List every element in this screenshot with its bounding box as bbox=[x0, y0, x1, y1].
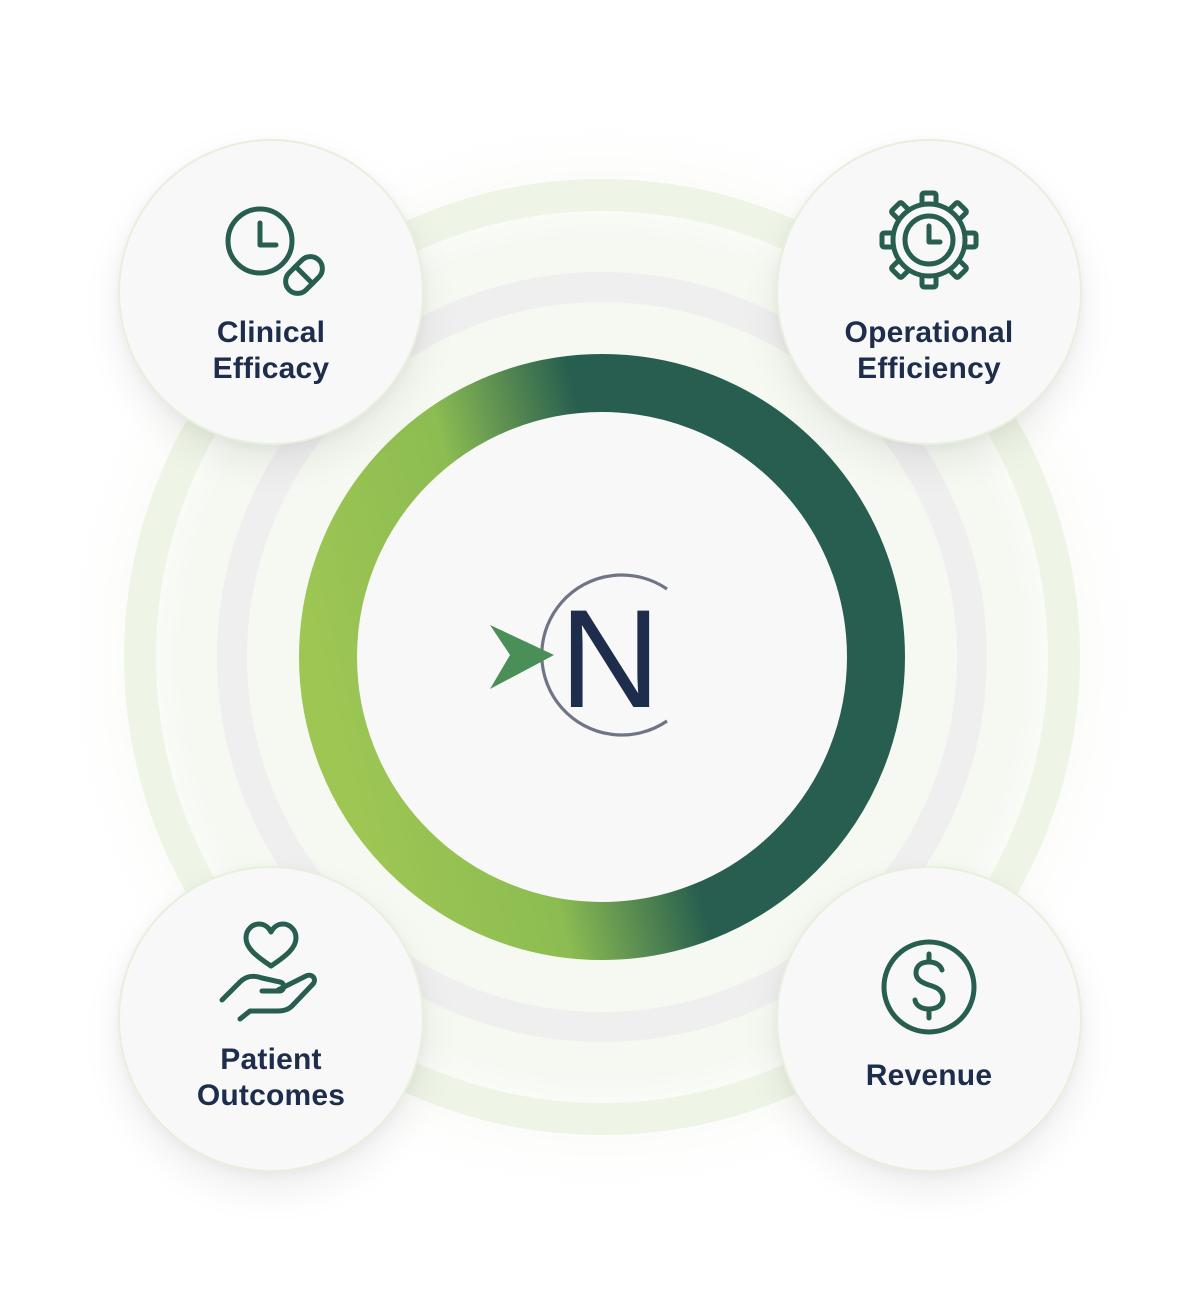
label-line: Operational bbox=[844, 316, 1014, 349]
label-patient-outcomes: Patient Outcomes bbox=[120, 1042, 422, 1114]
label-line: Patient bbox=[220, 1043, 322, 1076]
logo-arrow-icon bbox=[490, 625, 554, 689]
dollar-icon bbox=[881, 939, 977, 1035]
clock-pill-icon bbox=[225, 206, 325, 296]
inner-disc bbox=[300, 355, 904, 959]
label-line: Outcomes bbox=[196, 1079, 346, 1112]
node-operational-efficiency: Operational Efficiency bbox=[776, 139, 1082, 445]
label-line: Clinical bbox=[216, 316, 326, 349]
node-revenue: Revenue bbox=[776, 866, 1082, 1172]
label-clinical-efficacy: Clinical Efficacy bbox=[120, 315, 422, 387]
middle-halo-ring bbox=[217, 272, 987, 1042]
gradient-ring bbox=[299, 354, 905, 960]
outer-halo-ring bbox=[124, 179, 1080, 1135]
center-logo: N bbox=[490, 573, 668, 737]
gear-clock-icon bbox=[879, 190, 979, 290]
heart-hand-icon bbox=[219, 921, 317, 1022]
label-revenue: Revenue bbox=[778, 1058, 1080, 1094]
label-line: Efficacy bbox=[212, 352, 330, 385]
label-line: Efficiency bbox=[857, 352, 1001, 385]
node-clinical-efficacy: Clinical Efficacy bbox=[118, 139, 424, 445]
logo-letter: N bbox=[559, 580, 660, 737]
label-line: Revenue bbox=[865, 1059, 993, 1092]
node-patient-outcomes: Patient Outcomes bbox=[118, 866, 424, 1172]
label-operational-efficiency: Operational Efficiency bbox=[778, 315, 1080, 387]
